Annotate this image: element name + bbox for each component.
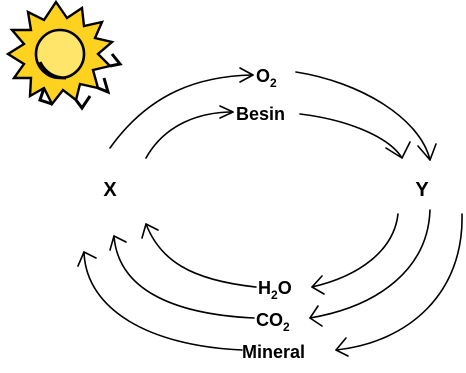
- arrowhead-o2-to-y: [417, 143, 437, 161]
- water-label-base: H: [258, 278, 271, 298]
- arrowhead-y-to-co2: [309, 305, 323, 327]
- arrow-besin-to-y: [299, 113, 403, 159]
- arrowhead-h2o-to-x: [141, 223, 159, 239]
- sun-core: [34, 28, 86, 80]
- node-y-label: Y: [415, 179, 429, 201]
- oxygen-label: O2: [256, 66, 277, 90]
- food-label: Besin: [236, 104, 285, 124]
- arrow-x-to-o2: [109, 74, 254, 149]
- arrow-y-to-mineral: [335, 213, 463, 351]
- arrowhead-mineral-to-x: [77, 251, 97, 267]
- arrow-y-to-co2: [309, 209, 431, 319]
- sun-core-shade: [38, 61, 67, 80]
- oxygen-label-sub: 2: [270, 76, 277, 90]
- arrowhead-x-to-o2: [239, 67, 254, 83]
- water-label-tail: O: [278, 278, 292, 298]
- arrow-h2o-to-x: [145, 223, 257, 288]
- mineral-label: Mineral: [242, 342, 305, 362]
- oxygen-label-base: O: [256, 66, 270, 86]
- arrowhead-besin-to-y: [385, 141, 411, 159]
- arrowhead-y-to-h2o: [311, 275, 325, 295]
- arrowhead-x-to-besin: [219, 105, 234, 119]
- carbon-dioxide-label-base: CO: [256, 310, 283, 330]
- arrowhead-y-to-mineral: [335, 337, 349, 357]
- node-x-label: X: [103, 179, 117, 201]
- water-label: H2O: [258, 278, 292, 302]
- arrow-mineral-to-x: [83, 251, 243, 351]
- arrow-y-to-h2o: [311, 213, 399, 288]
- sun-ray-shadows: [38, 53, 123, 111]
- carbon-dioxide-label-sub: 2: [283, 320, 290, 334]
- arrowhead-co2-to-x: [109, 235, 127, 251]
- arrow-x-to-besin: [145, 111, 234, 159]
- water-label-sub: 2: [271, 288, 278, 302]
- arrow-co2-to-x: [113, 235, 255, 319]
- carbon-dioxide-label: CO2: [256, 310, 290, 334]
- sun-icon: [5, 0, 123, 111]
- arrow-o2-to-y: [295, 71, 431, 161]
